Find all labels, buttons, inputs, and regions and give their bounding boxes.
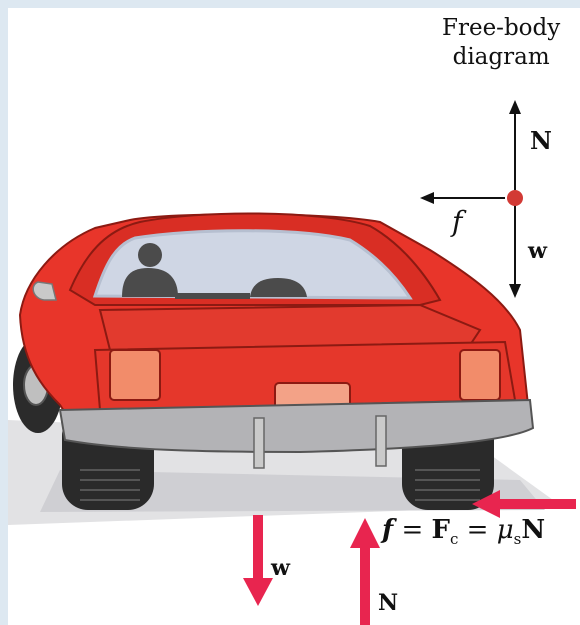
eq-N: N xyxy=(521,515,545,545)
fbd-weight-label: w xyxy=(528,238,547,264)
right-taillight xyxy=(460,350,500,400)
fbd-friction-label: f xyxy=(452,205,462,238)
eq-equals-2: = xyxy=(458,515,496,545)
bumper-guard-right xyxy=(376,416,386,466)
weight-label: w xyxy=(271,555,290,581)
side-mirror xyxy=(33,282,56,300)
eq-F: F xyxy=(432,515,450,545)
left-taillight xyxy=(110,350,160,400)
eq-mu: μ xyxy=(497,515,514,545)
fbd-title: Free-body diagram xyxy=(442,14,560,72)
eq-f: f xyxy=(382,515,393,545)
eq-equals-1: = xyxy=(393,515,431,545)
fbd-normal-label: N xyxy=(530,126,552,155)
passenger-head xyxy=(138,243,162,267)
bumper-guard-left xyxy=(254,418,264,468)
normal-label: N xyxy=(378,590,398,616)
friction-equation: f = Fc = μsN xyxy=(382,515,545,548)
fbd-title-line1: Free-body xyxy=(442,14,560,43)
fbd-title-line2: diagram xyxy=(442,43,560,72)
fbd-dot xyxy=(507,190,523,206)
